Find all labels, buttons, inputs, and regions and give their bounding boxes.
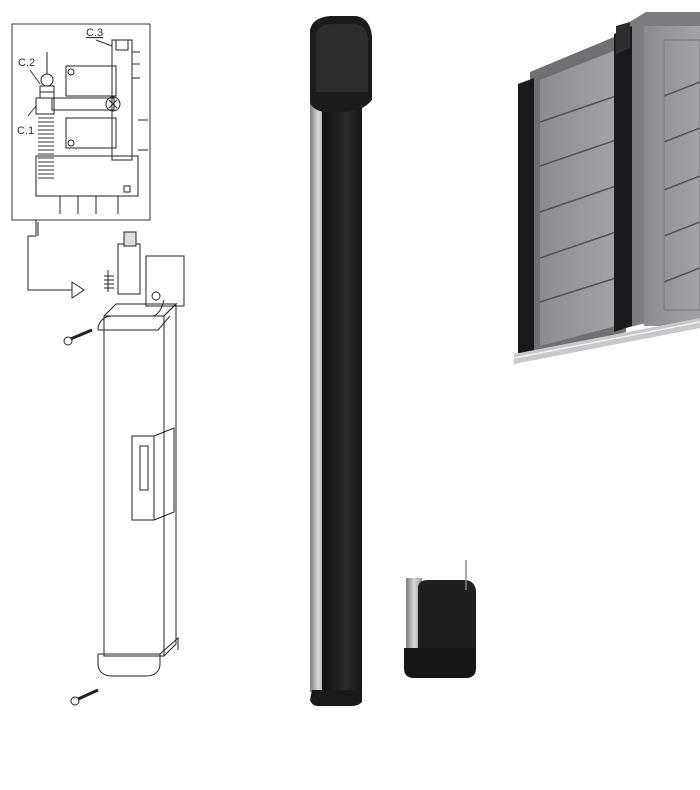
edge-exploded-drawing (63, 231, 185, 706)
edge-end-cap (404, 560, 476, 678)
label-c2: C.2 (18, 57, 35, 69)
screw-icon (63, 328, 93, 346)
safety-edge-profile (310, 16, 372, 706)
arrow-head-icon (71, 281, 85, 299)
screw-icon (70, 688, 99, 706)
label-c1: C.1 (17, 125, 34, 137)
sliding-gate-render (513, 12, 700, 364)
label-c3: C.3 (86, 27, 103, 39)
switch-detail-inset: C.2 C.1 C.3 (11, 23, 151, 221)
connector-arrow (27, 220, 72, 291)
